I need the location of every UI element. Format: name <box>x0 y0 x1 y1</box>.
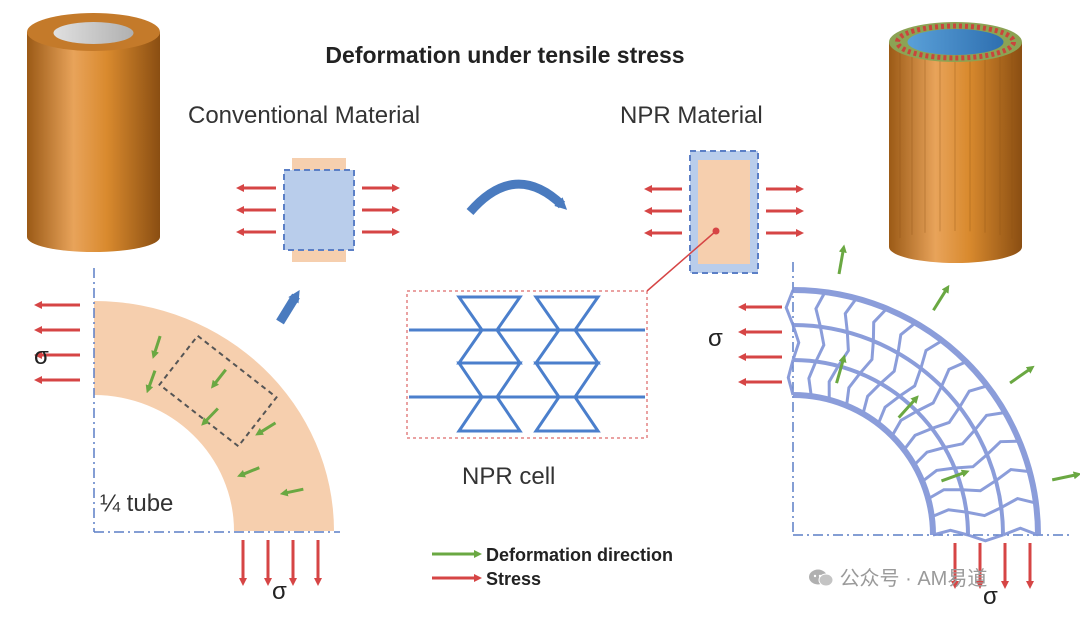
lattice-strut <box>784 289 795 326</box>
lattice-strut <box>858 340 875 375</box>
lattice-strut <box>944 428 976 449</box>
watermark-text: 公众号 · AM易道 <box>839 568 988 590</box>
npr-block <box>689 150 759 274</box>
lattice-strut <box>861 382 882 415</box>
deformation-arrow-left-1 <box>255 421 277 436</box>
lattice-strut <box>954 453 988 470</box>
lattice-ring-0 <box>792 392 936 536</box>
lattice-strut <box>814 326 826 363</box>
npr-tube <box>889 22 1022 263</box>
sigma-bottom-right: σ <box>983 583 998 610</box>
lattice-strut <box>994 467 1030 482</box>
deformation-arrow-left-2 <box>210 368 227 389</box>
lattice-strut <box>913 446 945 467</box>
lattice-strut <box>967 533 1004 543</box>
diagram-title: Deformation under tensile stress <box>325 42 685 68</box>
cell-pointer-line <box>646 230 717 292</box>
lattice-strut <box>919 339 943 369</box>
npr-cell-box <box>406 290 648 439</box>
npr-cell-label: NPR cell <box>462 463 556 490</box>
deformation-arrow-right-1 <box>1009 365 1035 385</box>
lattice-strut <box>973 411 1006 431</box>
npr-material-label: NPR Material <box>620 102 763 129</box>
quarter-tube-npr <box>784 262 1070 543</box>
sigma-bottom-left: σ <box>272 578 287 605</box>
npr-cell-pattern <box>409 295 645 433</box>
lattice-strut <box>879 352 900 385</box>
rotate-arrow <box>466 179 568 215</box>
lattice-strut <box>898 367 923 398</box>
lattice-strut <box>814 291 827 328</box>
deformation-arrow-left-6 <box>145 370 157 394</box>
sigma-left: σ <box>34 343 49 370</box>
lattice-strut <box>845 372 862 406</box>
deformation-arrow-right-6 <box>835 354 847 384</box>
lattice-strut <box>931 508 967 519</box>
zoom-arrow <box>276 290 300 325</box>
deformation-arrow-right-0 <box>1051 471 1080 482</box>
lattice-strut <box>1000 496 1037 509</box>
lattice-strut <box>985 439 1020 456</box>
lattice-strut <box>876 394 901 425</box>
lattice-strut <box>807 360 818 397</box>
conventional-tube <box>27 13 160 252</box>
lattice-strut <box>827 365 840 400</box>
lattice-strut <box>791 324 801 361</box>
lattice-strut <box>958 384 988 408</box>
wechat-icon <box>808 568 834 588</box>
cell-pointer-dot <box>712 227 720 235</box>
quarter-tube-label: ¼ tube <box>100 490 174 517</box>
legend-deformation-label: Deformation direction <box>486 545 674 565</box>
deformation-arrow-right-2 <box>932 284 950 312</box>
sigma-right: σ <box>708 325 723 352</box>
lattice-strut <box>871 307 888 342</box>
lattice-strut <box>896 321 917 354</box>
lattice-strut <box>890 409 918 437</box>
lattice-strut <box>786 359 795 396</box>
lattice-strut <box>966 506 1002 518</box>
deformation-arrow-right-3 <box>837 244 847 275</box>
deformation-arrow-left-4 <box>237 466 260 478</box>
conventional-block <box>283 158 355 262</box>
lattice-strut <box>961 479 997 493</box>
lattice-strut <box>931 406 961 430</box>
watermark: 公众号 · AM易道 <box>808 562 987 591</box>
conventional-material-label: Conventional Material <box>188 102 421 129</box>
lattice-strut <box>921 466 955 483</box>
deformation-arrow-left-0 <box>279 487 304 497</box>
lattice-strut <box>1002 526 1039 537</box>
lattice-strut <box>932 528 969 537</box>
lattice-strut <box>927 488 963 501</box>
lattice-strut <box>916 385 943 413</box>
lattice-strut <box>843 297 858 333</box>
lattice-strut <box>940 360 967 388</box>
lattice-strut <box>902 427 933 451</box>
deformation-arrow-right-5 <box>897 395 919 419</box>
deformation-arrow-right-4 <box>940 469 970 483</box>
legend-stress-label: Stress <box>486 569 542 589</box>
deformation-arrow-left-3 <box>151 335 162 359</box>
deformation-arrow-left-5 <box>201 407 219 426</box>
